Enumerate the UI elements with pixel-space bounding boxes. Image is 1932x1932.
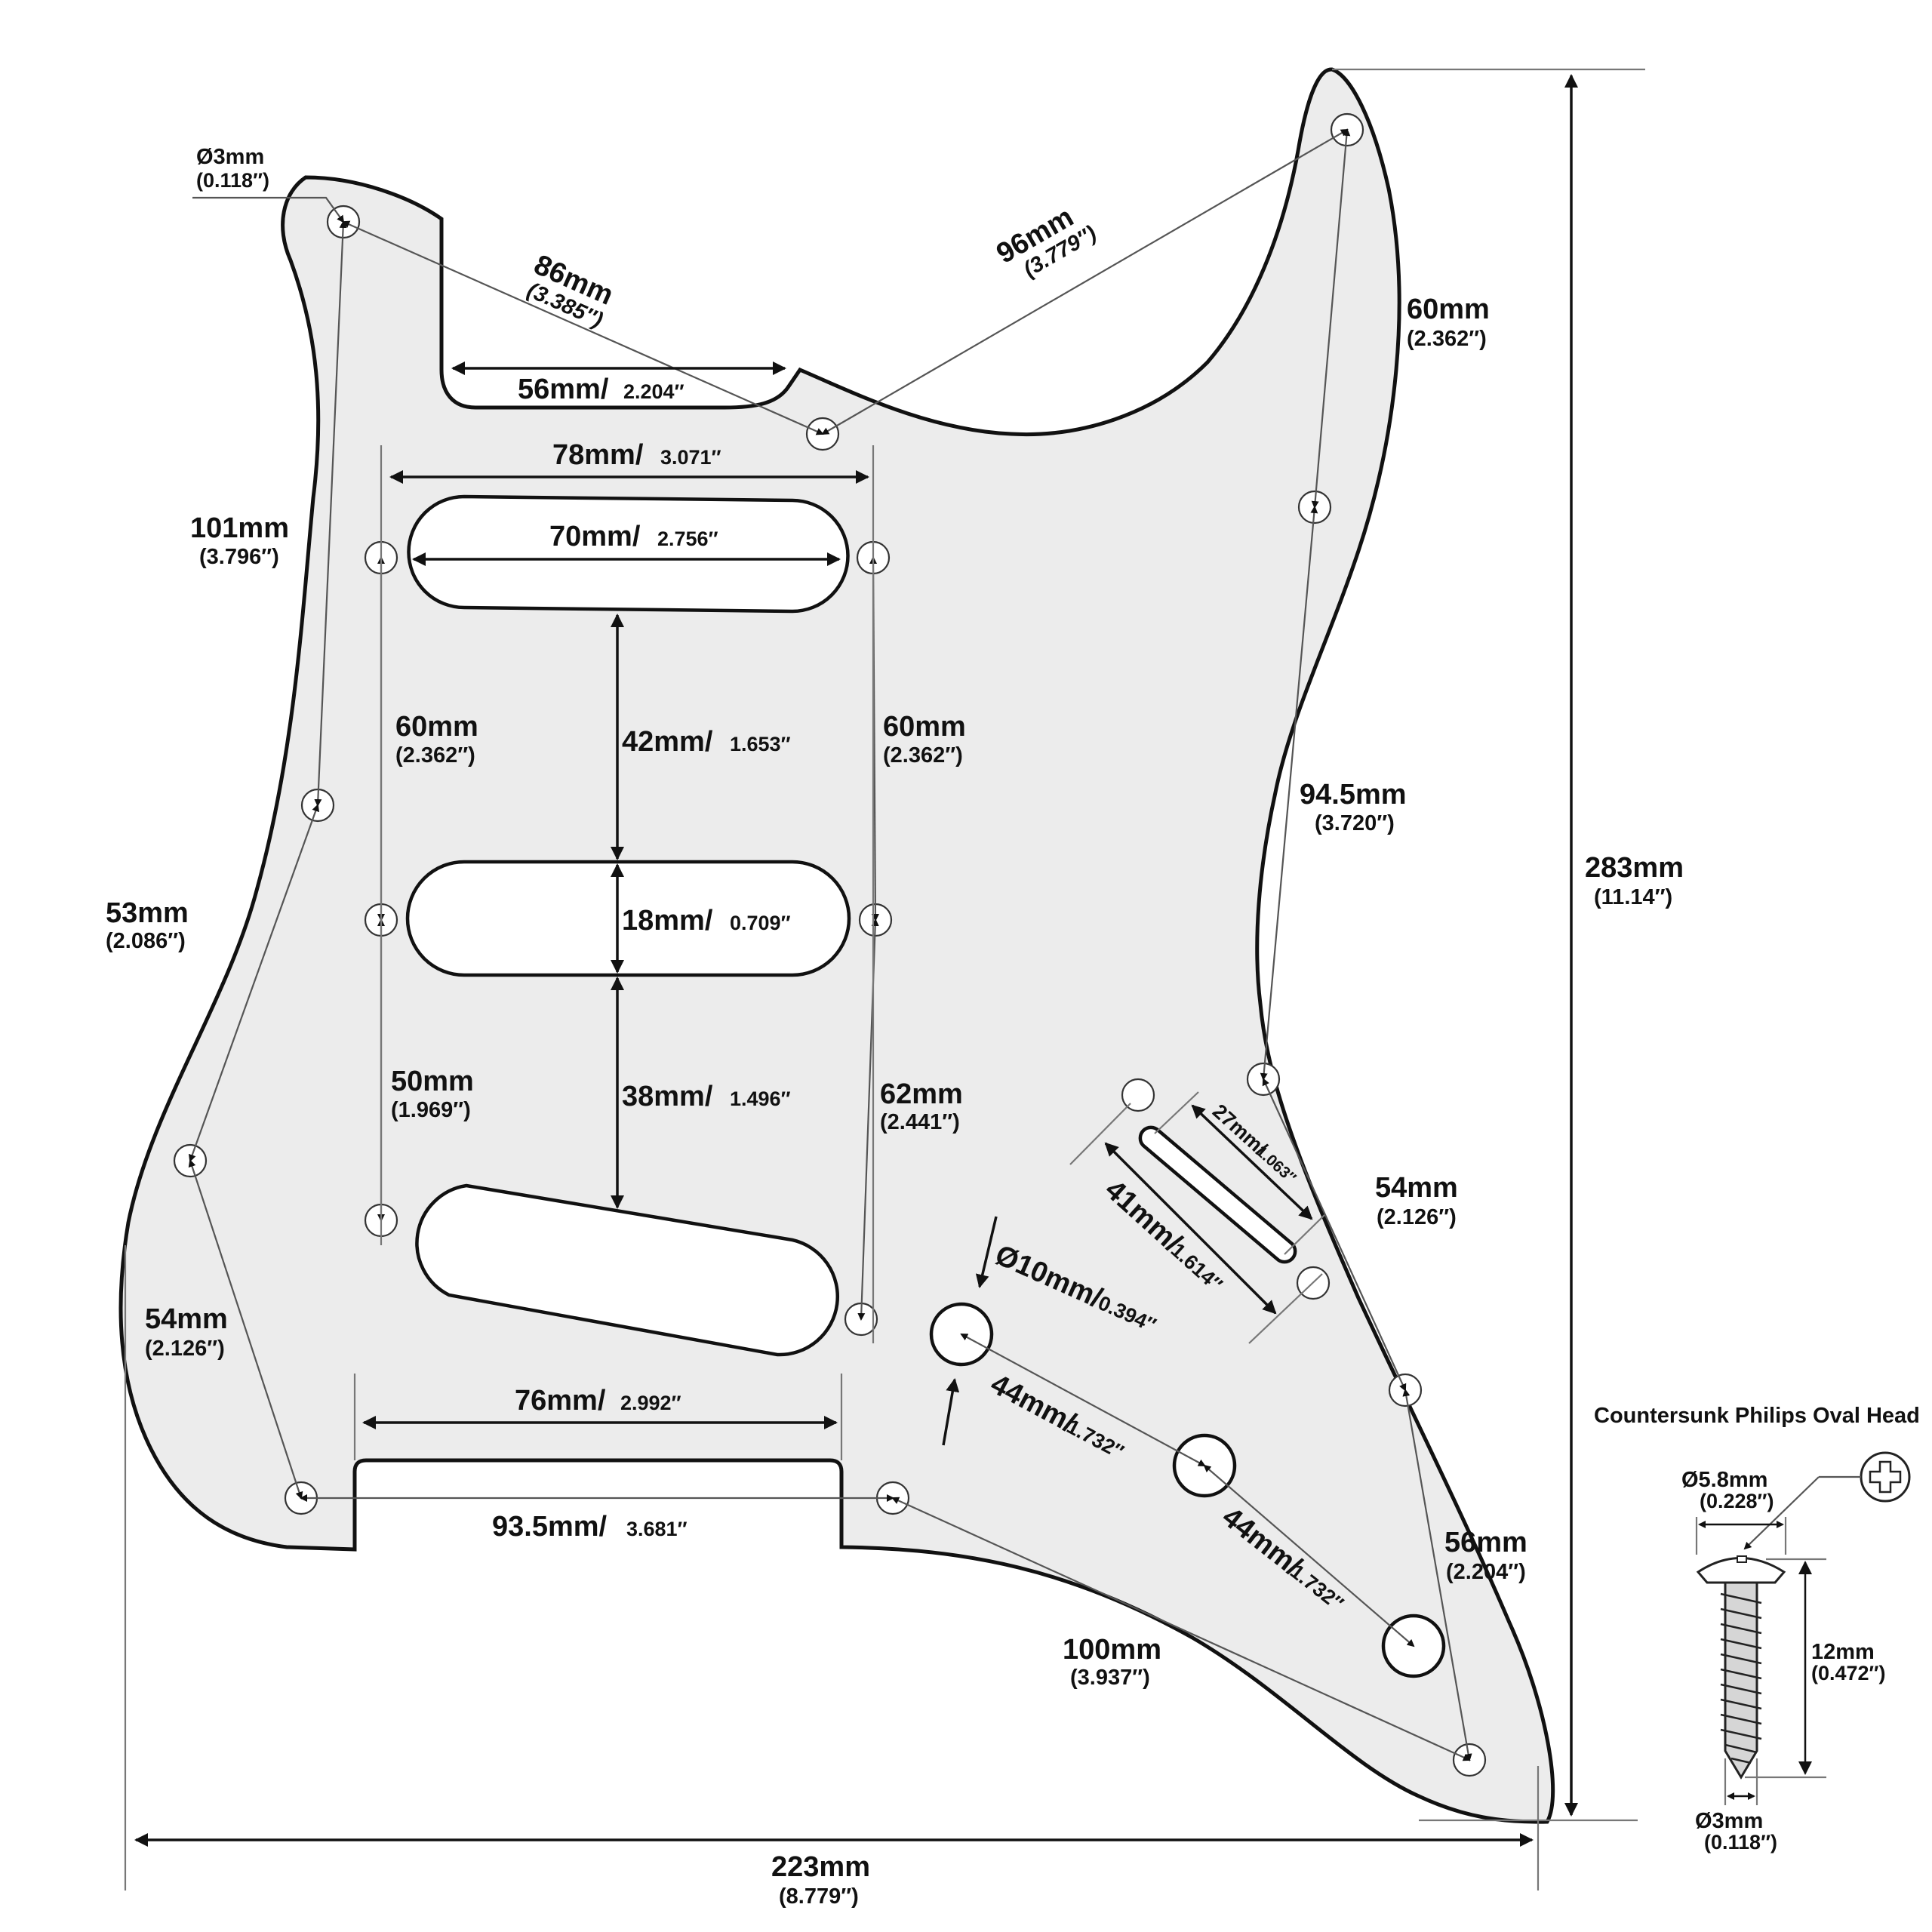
label-main: 54mm <box>145 1303 228 1335</box>
label-sub: (2.441″) <box>880 1110 960 1134</box>
label-neck-to-middle-pickup: 42mm/ 1.653″ <box>622 726 791 758</box>
phillips-head-icon <box>1860 1451 1911 1503</box>
bridge-pickup-cutout <box>415 1183 839 1357</box>
label-sub: 2.204″ <box>623 380 685 403</box>
label-sub: 0.709″ <box>730 912 791 934</box>
label-main: 56mm <box>1444 1527 1527 1558</box>
screw-threads <box>1720 1592 1762 1764</box>
label-sub: (2.204″) <box>1446 1560 1526 1584</box>
screw-length-sub: (0.472″) <box>1811 1662 1885 1684</box>
label-main: 18mm/ <box>622 905 713 937</box>
label-main: 101mm <box>190 512 289 544</box>
label-sub: 3.681″ <box>626 1518 688 1540</box>
label-main: 78mm/ <box>552 439 644 471</box>
label-sub: (2.126″) <box>145 1337 225 1361</box>
label-sub: 1.496″ <box>730 1088 791 1110</box>
label-main: 100mm <box>1063 1634 1161 1666</box>
screw-hole-switch-1 <box>1121 1078 1155 1112</box>
head-diameter-sub: (0.228″) <box>1700 1490 1774 1512</box>
label-pickup-screw-span: 78mm/ 3.071″ <box>552 439 721 471</box>
label-sub: (2.362″) <box>1407 327 1487 351</box>
label-left-pickup-screws: 60mm (2.362″) <box>395 711 478 768</box>
middle-pickup-cutout <box>405 860 851 977</box>
label-main: 50mm <box>391 1066 474 1097</box>
screw-detail: Countersunk Philips Oval Head Ø5.8mm (0.… <box>1594 1404 1920 1854</box>
label-overall-width: 223mm (8.779″) <box>771 1851 870 1909</box>
label-bottom-cutout-width: 76mm/ 2.992″ <box>515 1385 681 1417</box>
label-main: 60mm <box>883 711 966 743</box>
label-sub: (0.118″) <box>196 169 269 192</box>
head-diameter-main: Ø5.8mm <box>1681 1468 1767 1492</box>
label-treble-edge-lower: 54mm (2.126″) <box>1375 1172 1458 1229</box>
label-main: 76mm/ <box>515 1385 606 1417</box>
label-main: 93.5mm/ <box>492 1511 608 1543</box>
label-sub: 2.992″ <box>620 1392 681 1414</box>
label-main: 223mm <box>771 1851 870 1883</box>
label-sub: (2.086″) <box>106 929 186 953</box>
shank-diameter-sub: (0.118″) <box>1704 1831 1777 1854</box>
label-main: 60mm <box>1407 294 1490 325</box>
label-bass-edge-upper: 101mm (3.796″) <box>190 512 289 569</box>
label-top-horn-screw-hole: Ø3mm (0.118″) <box>196 145 269 192</box>
label-main: Ø3mm <box>196 145 264 169</box>
label-overall-height: 283mm (11.14″) <box>1585 852 1684 909</box>
label-bass-edge-lower: 54mm (2.126″) <box>145 1303 228 1361</box>
label-bottom-to-tail: 100mm (3.937″) <box>1063 1634 1161 1690</box>
label-main: 62mm <box>880 1078 963 1110</box>
screw-length-main: 12mm <box>1811 1640 1875 1664</box>
label-main: 283mm <box>1585 852 1684 884</box>
label-main: 53mm <box>106 897 189 929</box>
label-neck-to-treble-horn: 96mm (3.779″) <box>992 201 1101 281</box>
dimension-arrows <box>134 74 1578 1847</box>
label-main: 70mm/ <box>549 521 641 552</box>
label-sub: 1.653″ <box>730 733 791 755</box>
label-sub: 2.756″ <box>657 528 718 550</box>
label-neck-cutout-width: 56mm/ 2.204″ <box>518 374 685 405</box>
label-sub: (2.126″) <box>1377 1205 1457 1229</box>
label-sub: (3.796″) <box>199 545 279 569</box>
label-sub: (3.937″) <box>1070 1666 1150 1690</box>
label-main: 42mm/ <box>622 726 713 758</box>
label-main: 60mm <box>395 711 478 743</box>
screw-head <box>1696 1557 1786 1584</box>
label-sub: (3.720″) <box>1315 811 1395 835</box>
label-left-lower-screws: 50mm (1.969″) <box>391 1066 474 1122</box>
label-bottom-screw-span: 93.5mm/ 3.681″ <box>492 1511 688 1543</box>
label-bass-edge-mid: 53mm (2.086″) <box>106 897 189 953</box>
label-pickup-width: 18mm/ 0.709″ <box>622 905 791 937</box>
label-right-pickup-screws: 60mm (2.362″) <box>883 711 966 768</box>
extension-lines <box>124 68 1645 1890</box>
label-treble-edge-long: 94.5mm (3.720″) <box>1300 779 1407 835</box>
label-treble-horn-spacing: 60mm (2.362″) <box>1407 294 1490 351</box>
label-middle-to-bridge-pickup: 38mm/ 1.496″ <box>622 1081 791 1112</box>
label-sub: (2.362″) <box>395 743 475 768</box>
neck-pickup-cutout <box>407 494 850 614</box>
label-right-lower-screws: 62mm (2.441″) <box>880 1078 963 1134</box>
label-main: 38mm/ <box>622 1081 713 1112</box>
label-horn-to-neck-screw: 86mm (3.385″) <box>524 249 618 333</box>
label-sub: (2.362″) <box>883 743 963 768</box>
label-pickup-length: 70mm/ 2.756″ <box>549 521 718 552</box>
label-sub: (1.969″) <box>391 1098 471 1122</box>
label-main: 54mm <box>1375 1172 1458 1204</box>
shank-diameter-main: Ø3mm <box>1695 1809 1763 1833</box>
label-main: 56mm/ <box>518 374 609 405</box>
label-sub: 3.071″ <box>660 446 721 469</box>
screw-title: Countersunk Philips Oval Head <box>1594 1404 1920 1428</box>
label-sub: (8.779″) <box>779 1884 859 1909</box>
label-main: 94.5mm <box>1300 779 1407 811</box>
label-sub: (11.14″) <box>1594 885 1672 909</box>
label-treble-tail: 56mm (2.204″) <box>1444 1527 1527 1584</box>
